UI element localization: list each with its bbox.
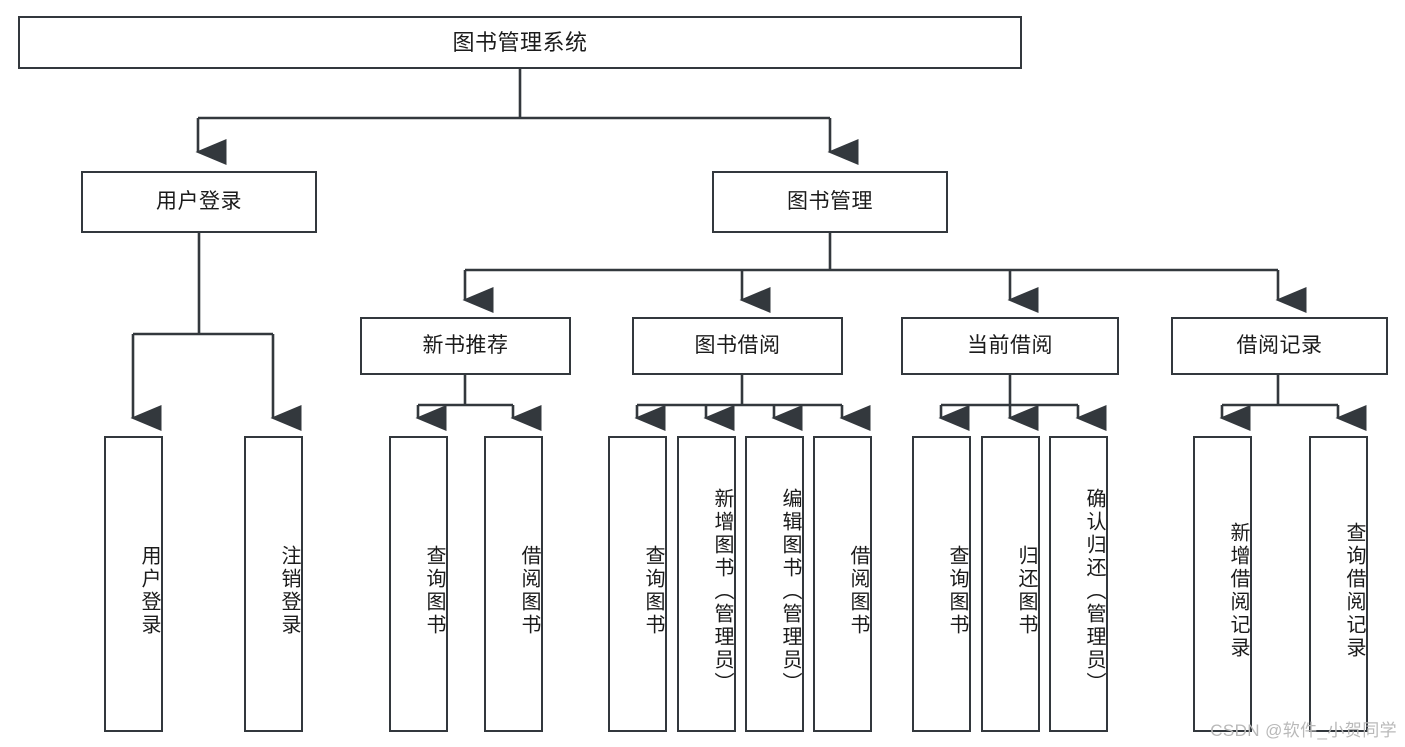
node-label: 查询借阅记录 xyxy=(1343,522,1365,660)
leaf-query-book-recommend[interactable]: 查询图书 xyxy=(389,436,448,732)
leaf-query-book-current[interactable]: 查询图书 xyxy=(912,436,971,732)
node-label: 新书推荐 xyxy=(422,333,509,357)
node-label: 图书管理 xyxy=(787,189,873,213)
node-label: 查询图书 xyxy=(642,545,664,637)
leaf-edit-book-admin[interactable]: 编辑图书（管理员） xyxy=(745,436,804,732)
node-user-login[interactable]: 用户登录 xyxy=(81,171,317,233)
csdn-watermark: CSDN @软件_小贺同学 xyxy=(1210,721,1397,740)
leaf-add-borrow-record[interactable]: 新增借阅记录 xyxy=(1193,436,1252,732)
node-label: 归还图书 xyxy=(1015,545,1037,637)
leaf-query-book-borrow[interactable]: 查询图书 xyxy=(608,436,667,732)
node-new-book-recommend[interactable]: 新书推荐 xyxy=(360,317,571,375)
leaf-borrow-book-recommend[interactable]: 借阅图书 xyxy=(484,436,543,732)
node-book-management[interactable]: 图书管理 xyxy=(712,171,948,233)
node-label: 查询图书 xyxy=(423,545,445,637)
node-current-borrow[interactable]: 当前借阅 xyxy=(901,317,1119,375)
leaf-add-book-admin[interactable]: 新增图书（管理员） xyxy=(677,436,736,732)
leaf-logout[interactable]: 注销登录 xyxy=(244,436,303,732)
node-label: 借阅记录 xyxy=(1236,333,1323,357)
node-label: 借阅图书 xyxy=(847,545,869,637)
leaf-confirm-return-admin[interactable]: 确认归还（管理员） xyxy=(1049,436,1108,732)
node-label: 用户登录 xyxy=(156,189,242,213)
leaf-return-book[interactable]: 归还图书 xyxy=(981,436,1040,732)
node-label: 当前借阅 xyxy=(967,333,1053,357)
node-borrow-record[interactable]: 借阅记录 xyxy=(1171,317,1388,375)
node-label: 图书管理系统 xyxy=(452,29,588,55)
node-label: 确认归还（管理员） xyxy=(1083,487,1105,695)
node-label: 图书借阅 xyxy=(694,333,781,357)
node-label: 新增借阅记录 xyxy=(1227,522,1249,660)
leaf-borrow-book[interactable]: 借阅图书 xyxy=(813,436,872,732)
leaf-user-login[interactable]: 用户登录 xyxy=(104,436,163,732)
node-book-management-system[interactable]: 图书管理系统 xyxy=(18,16,1022,69)
node-label: 查询图书 xyxy=(946,545,968,637)
node-label: 用户登录 xyxy=(138,545,160,637)
node-label: 编辑图书（管理员） xyxy=(779,487,801,695)
node-book-borrow[interactable]: 图书借阅 xyxy=(632,317,843,375)
node-label: 新增图书（管理员） xyxy=(711,487,733,695)
node-label: 借阅图书 xyxy=(518,545,540,637)
leaf-query-borrow-record[interactable]: 查询借阅记录 xyxy=(1309,436,1368,732)
node-label: 注销登录 xyxy=(278,545,300,637)
